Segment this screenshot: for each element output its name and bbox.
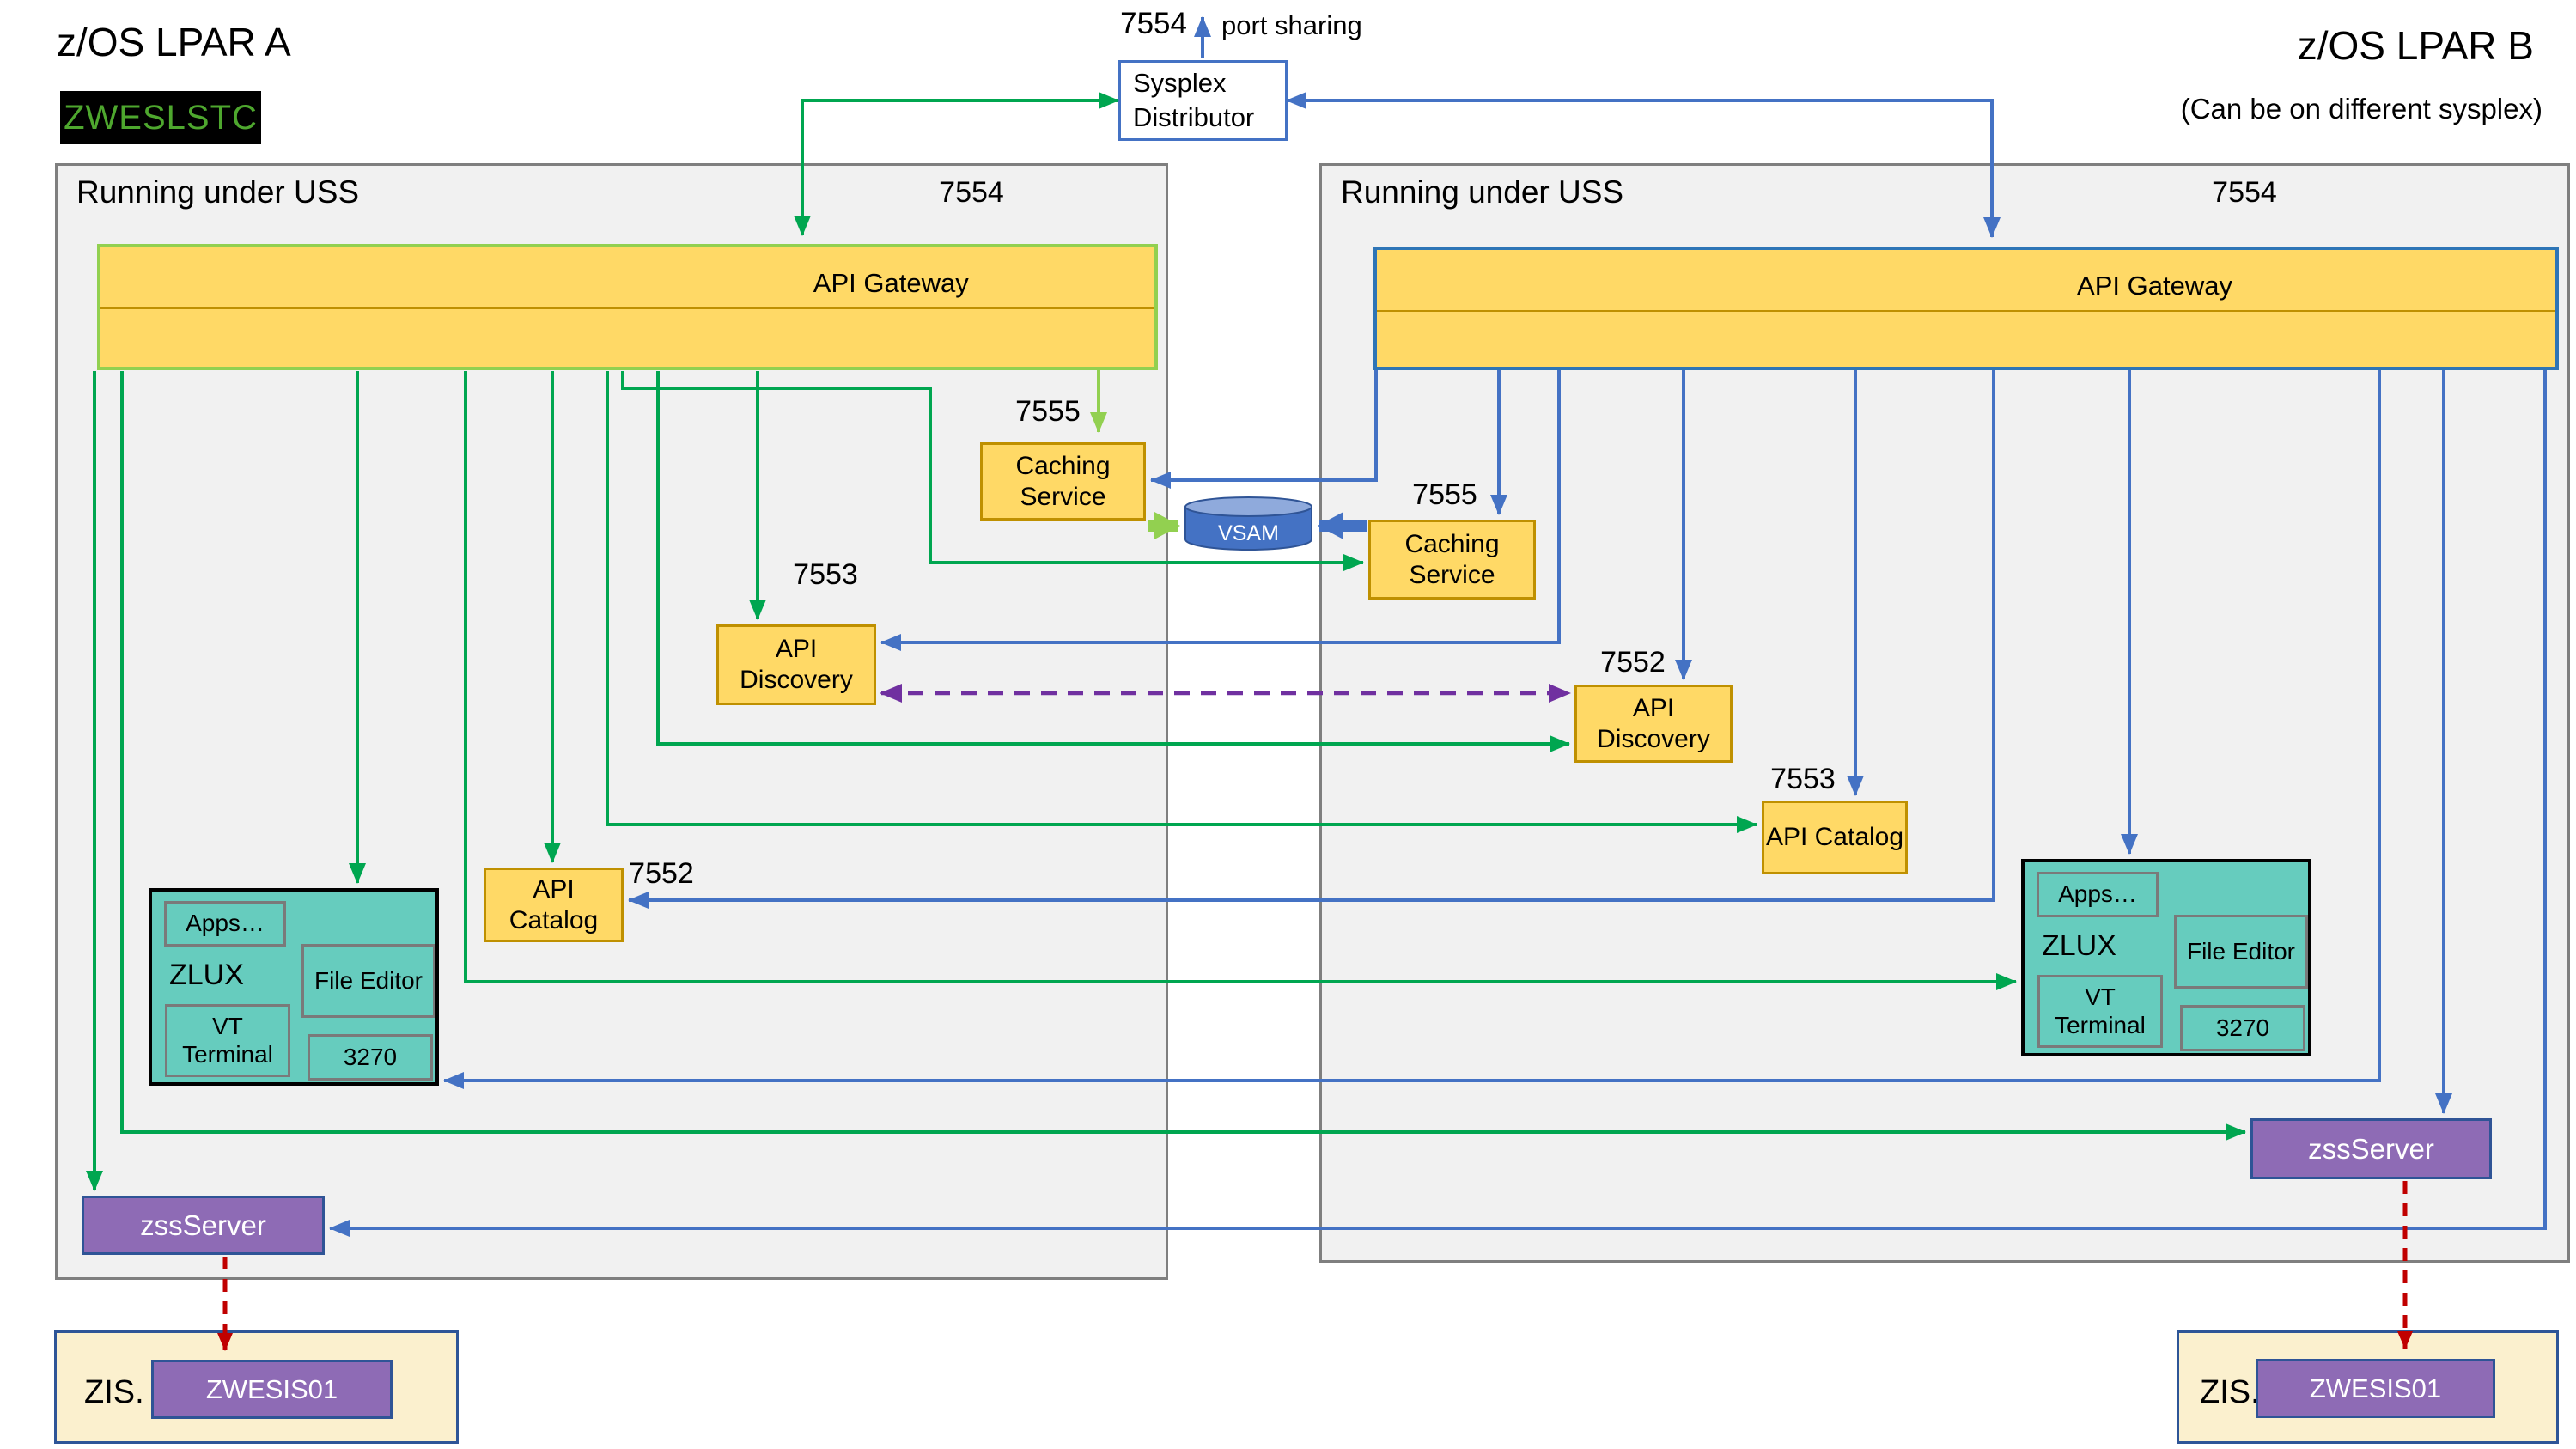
uss-container-b: Running under USS 7554 API Gateway bbox=[1319, 163, 2570, 1263]
api-discovery-a: API Discovery bbox=[716, 624, 876, 705]
sysplex-distributor-box: Sysplex Distributor bbox=[1118, 60, 1288, 141]
zlux-b-apps: Apps… bbox=[2037, 872, 2159, 917]
zweslstc-badge: ZWESLSTC bbox=[60, 91, 261, 144]
zlux-a-vt-terminal: VT Terminal bbox=[165, 1004, 290, 1077]
zis-box-b: ZIS. ZWESIS01 bbox=[2177, 1330, 2559, 1444]
port-sharing-note: port sharing bbox=[1221, 10, 1362, 40]
api-catalog-b: API Catalog bbox=[1762, 801, 1908, 874]
api-gateway-b-divider bbox=[1377, 310, 2555, 312]
zis-a-label: ZIS. bbox=[84, 1374, 144, 1410]
api-gateway-a-divider bbox=[100, 307, 1154, 309]
zss-server-b: zssServer bbox=[2250, 1118, 2492, 1179]
zlux-a-3270: 3270 bbox=[308, 1034, 433, 1081]
api-gateway-b-label: API Gateway bbox=[2077, 271, 2232, 301]
catalog-port-a: 7552 bbox=[629, 857, 694, 890]
lpar-a-title: z/OS LPAR A bbox=[57, 20, 291, 64]
gateway-port-b: 7554 bbox=[2212, 176, 2277, 209]
zlux-desktop-a: Apps… ZLUX File Editor VT Terminal 3270 bbox=[149, 888, 439, 1086]
vsam-datastore: VSAM bbox=[1183, 496, 1314, 553]
port-sharing-port-label: 7554 bbox=[1120, 7, 1187, 40]
uss-container-a: Running under USS 7554 API Gateway bbox=[55, 163, 1168, 1280]
zis-b-server: ZWESIS01 bbox=[2256, 1359, 2495, 1418]
api-gateway-b: API Gateway bbox=[1373, 247, 2559, 370]
zlux-b-file-editor: File Editor bbox=[2174, 915, 2308, 989]
discovery-port-b: 7552 bbox=[1600, 646, 1666, 679]
sysplex-distributor-label: Sysplex Distributor bbox=[1133, 67, 1255, 132]
zis-b-label: ZIS. bbox=[2200, 1374, 2260, 1410]
caching-port-a: 7555 bbox=[1015, 395, 1081, 428]
zlux-a-file-editor: File Editor bbox=[301, 944, 435, 1018]
catalog-port-b: 7553 bbox=[1770, 763, 1836, 795]
lpar-b-title: z/OS LPAR B bbox=[2297, 23, 2534, 68]
zis-a-server: ZWESIS01 bbox=[151, 1360, 393, 1419]
gateway-port-a: 7554 bbox=[939, 176, 1004, 209]
vsam-label: VSAM bbox=[1218, 521, 1279, 545]
zlux-a-label: ZLUX bbox=[169, 959, 244, 991]
zlux-desktop-b: Apps… ZLUX File Editor VT Terminal 3270 bbox=[2021, 859, 2311, 1056]
lpar-b-subtitle: (Can be on different sysplex) bbox=[2180, 93, 2543, 125]
api-gateway-a-label: API Gateway bbox=[813, 268, 969, 298]
uss-label-a: Running under USS bbox=[76, 174, 360, 210]
caching-port-b: 7555 bbox=[1412, 478, 1477, 511]
zss-server-a: zssServer bbox=[82, 1196, 325, 1255]
caching-service-b: Caching Service bbox=[1368, 520, 1536, 600]
zlux-b-label: ZLUX bbox=[2042, 929, 2116, 962]
zis-box-a: ZIS. ZWESIS01 bbox=[54, 1330, 459, 1444]
api-discovery-b: API Discovery bbox=[1574, 685, 1733, 763]
zlux-b-3270: 3270 bbox=[2180, 1005, 2305, 1051]
zlux-a-apps: Apps… bbox=[164, 901, 286, 947]
uss-label-b: Running under USS bbox=[1341, 174, 1624, 210]
caching-service-a: Caching Service bbox=[980, 442, 1146, 521]
zlux-b-vt-terminal: VT Terminal bbox=[2037, 975, 2163, 1048]
discovery-port-a: 7553 bbox=[793, 558, 858, 591]
api-gateway-a: API Gateway bbox=[97, 244, 1158, 370]
